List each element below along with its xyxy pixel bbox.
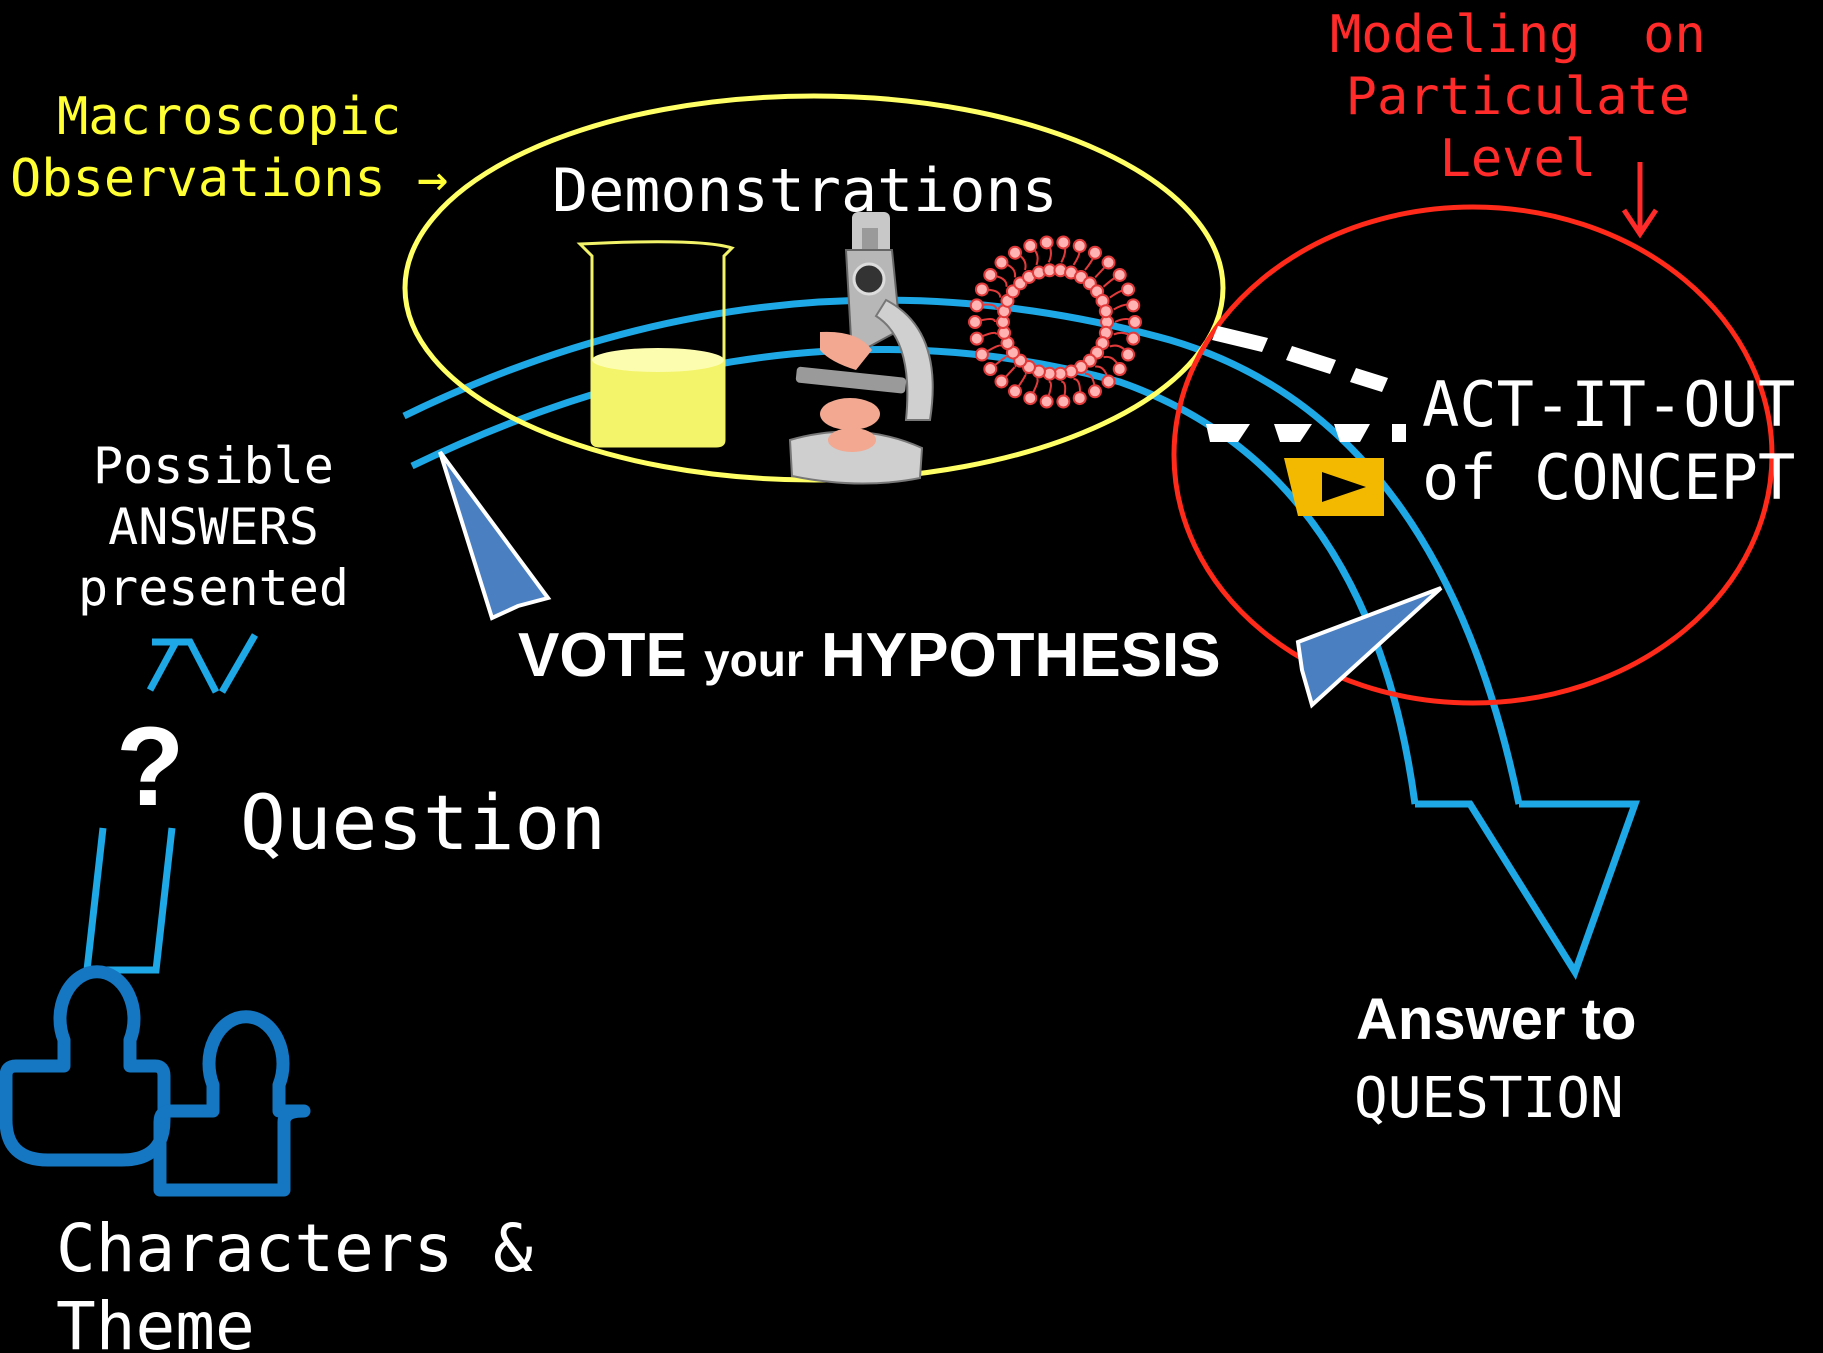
flow-arc: [402, 296, 1523, 805]
vote-cursor-arrow-right: [1295, 586, 1443, 709]
vote-word: VOTE: [518, 621, 687, 690]
modeling-ellipse: [1171, 204, 1775, 706]
microscope-icon: [788, 212, 934, 485]
answer-question-label: QUESTION: [1354, 1066, 1624, 1131]
question-mark-icon: ?: [116, 704, 185, 829]
membrane-icon: [968, 235, 1142, 409]
people-icon: [0, 965, 311, 1197]
question-label: Question: [240, 778, 607, 867]
modeling-particulate-label: Modeling on Particulate Level: [1330, 5, 1706, 189]
vote-cursor-arrow-left: [438, 450, 552, 621]
possible-answers-label: Possible ANSWERS presented: [78, 437, 349, 617]
answer-arrow-head: [1415, 800, 1640, 980]
vote-hypothesis-label: VOTE your HYPOTHESIS: [518, 620, 1221, 691]
act-it-out-label: ACT-IT-OUT of CONCEPT: [1422, 368, 1796, 514]
question-connector: [83, 633, 259, 974]
demonstrations-label: Demonstrations: [552, 156, 1058, 226]
answer-to-label: Answer to: [1356, 987, 1637, 1052]
act-out-dashes: [1206, 326, 1406, 442]
macroscopic-observations-label: Macroscopic Observations →: [10, 87, 449, 209]
beaker-icon: [576, 240, 735, 448]
vote-your-word: your: [704, 634, 804, 686]
characters-theme-label: Characters & Theme: [56, 1210, 533, 1353]
clapperboard-icon: [1284, 458, 1384, 516]
vote-hypothesis-word: HYPOTHESIS: [820, 621, 1221, 690]
